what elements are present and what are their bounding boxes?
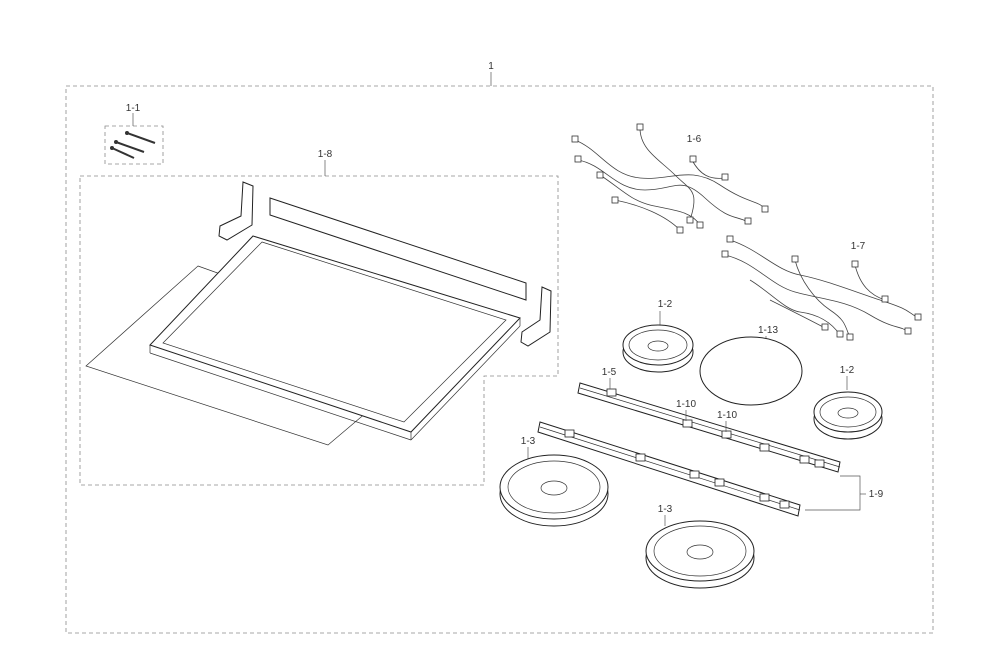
- frame-backguard: [269, 197, 527, 301]
- label-1-13: 1-13: [758, 325, 778, 336]
- label-1-10-a: 1-10: [676, 399, 696, 410]
- part-1-5-rail-upper[interactable]: [577, 378, 841, 473]
- label-1-9: 1-9: [869, 489, 884, 500]
- label-1-6: 1-6: [687, 134, 702, 145]
- cooktop-box: [79, 175, 559, 486]
- right-bracket: [520, 286, 552, 347]
- assembly-label: 1: [488, 61, 494, 72]
- part-1-3-burner-large-bottom[interactable]: [645, 515, 755, 589]
- part-1-2-burner-small-right[interactable]: [813, 376, 883, 440]
- connector-icon: [571, 123, 769, 234]
- frame-inner: [162, 241, 507, 423]
- label-1-2-b: 1-2: [840, 365, 855, 376]
- screw-icon: [110, 131, 156, 159]
- label-1-3-b: 1-3: [658, 504, 673, 515]
- label-1-2-a: 1-2: [658, 299, 673, 310]
- left-bracket: [218, 181, 254, 241]
- part-1-8-cooktop[interactable]: [79, 160, 559, 486]
- clip-icon: [564, 429, 790, 509]
- part-1-3-burner-large[interactable]: [499, 447, 609, 527]
- connector-icon: [721, 235, 922, 341]
- label-1-3-a: 1-3: [521, 436, 536, 447]
- part-1-7-wire-harness[interactable]: [721, 235, 922, 341]
- part-1-2-burner-small[interactable]: [622, 311, 694, 373]
- screws-box: [104, 125, 164, 165]
- clip-icon: [606, 388, 825, 468]
- label-1-8: 1-8: [318, 149, 333, 160]
- part-1-9-rail-lower[interactable]: [537, 421, 866, 517]
- part-1-1-screws[interactable]: [104, 113, 164, 165]
- label-1-5: 1-5: [602, 367, 617, 378]
- label-1-10-b: 1-10: [717, 410, 737, 421]
- label-1-1: 1-1: [126, 103, 141, 114]
- part-1-6-wire-harness[interactable]: [571, 123, 769, 234]
- part-1-13-disc[interactable]: [699, 336, 803, 406]
- label-1-7: 1-7: [851, 241, 866, 252]
